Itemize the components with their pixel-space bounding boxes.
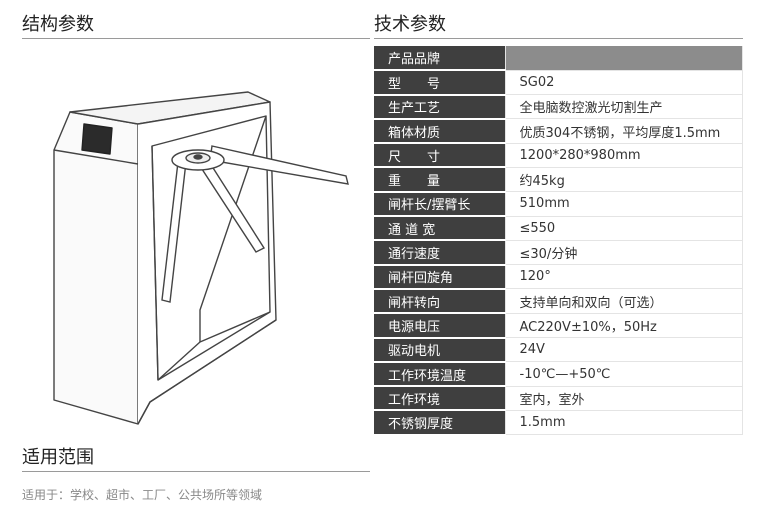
scope-title: 适用范围 <box>22 447 94 468</box>
spec-label: 产品品牌 <box>374 46 505 72</box>
spec-label: 型 号 <box>374 70 505 96</box>
spec-row: 生产工艺全电脑数控激光切割生产 <box>374 94 743 120</box>
spec-label: 工作环境温度 <box>374 361 505 388</box>
spec-row: 闸杆转向支持单向和双向（可选） <box>374 288 743 315</box>
spec-row: 箱体材质优质304不锈钢，平均厚度1.5mm <box>374 118 743 145</box>
spec-label: 通 道 宽 <box>374 216 505 242</box>
spec-value: 全电脑数控激光切割生产 <box>504 94 743 120</box>
scope-text: 适用于：学校、超市、工厂、公共场所等领域 <box>22 488 263 502</box>
spec-row: 通行速度≤30/分钟 <box>374 240 743 266</box>
spec-label: 通行速度 <box>374 240 505 266</box>
spec-value: 支持单向和双向（可选） <box>504 288 743 314</box>
spec-label: 驱动电机 <box>374 337 505 363</box>
structure-divider <box>22 38 370 39</box>
spec-value: 1.5mm <box>504 410 743 436</box>
tech-title: 技术参数 <box>374 14 446 35</box>
spec-label: 电源电压 <box>374 313 505 339</box>
spec-value: 1200*280*980mm <box>504 143 743 168</box>
spec-value: 约45kg <box>504 167 743 193</box>
turnstile-illustration <box>53 91 349 425</box>
spec-value: 优质304不锈钢，平均厚度1.5mm <box>504 118 743 144</box>
spec-label: 闸杆长/摆臂长 <box>374 191 505 218</box>
spec-row: 产品品牌 <box>374 46 743 72</box>
spec-value: 120° <box>504 264 743 290</box>
spec-label: 闸杆转向 <box>374 288 505 315</box>
spec-label: 箱体材质 <box>374 118 505 145</box>
spec-value: AC220V±10%，50Hz <box>504 313 743 339</box>
spec-value: ≤550 <box>504 216 743 241</box>
spec-value: -10℃—+50℃ <box>504 361 743 387</box>
spec-value: ≤30/分钟 <box>504 240 743 266</box>
tech-divider <box>374 38 743 39</box>
spec-row: 工作环境温度-10℃—+50℃ <box>374 361 743 388</box>
spec-value: SG02 <box>504 70 743 96</box>
spec-value: 510mm <box>504 191 743 217</box>
spec-row: 工作环境室内，室外 <box>374 386 743 412</box>
scope-divider <box>22 471 370 472</box>
structure-title: 结构参数 <box>22 14 94 35</box>
spec-label: 闸杆回旋角 <box>374 264 505 290</box>
spec-value: 24V <box>504 337 743 363</box>
spec-label: 重 量 <box>374 167 505 193</box>
spec-value <box>504 46 743 71</box>
spec-row: 通 道 宽≤550 <box>374 216 743 242</box>
spec-label: 工作环境 <box>374 386 505 412</box>
spec-label: 不锈钢厚度 <box>374 410 505 436</box>
spec-label: 生产工艺 <box>374 94 505 120</box>
spec-row: 重 量约45kg <box>374 167 743 193</box>
spec-value: 室内，室外 <box>504 386 743 411</box>
spec-label: 尺 寸 <box>374 143 505 169</box>
